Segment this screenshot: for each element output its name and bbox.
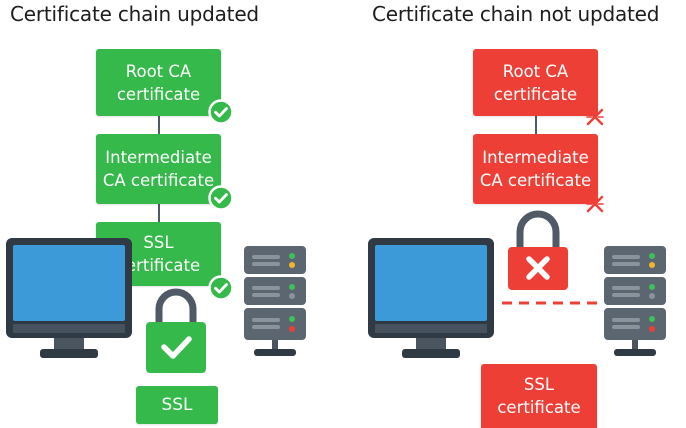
monitor-icon — [368, 238, 494, 358]
check-icon — [208, 275, 234, 301]
server-icon — [604, 246, 666, 356]
padlock-icon — [508, 210, 568, 290]
cert-label-line: certificate — [493, 84, 578, 104]
root-ca-certificate: Root CA certificate — [96, 49, 221, 116]
cert-label-line: SSL — [143, 233, 174, 252]
cert-label-line: certificate — [116, 256, 201, 275]
broken-connection-line — [502, 301, 602, 305]
cert-label-line: Root CA — [125, 61, 192, 81]
cert-label-line: certificate — [497, 398, 581, 417]
padlock-icon — [146, 288, 206, 373]
cert-label-line: Root CA — [502, 61, 569, 81]
chain-connector — [535, 116, 537, 134]
cert-label-line: SSL — [523, 375, 555, 394]
left-title: Certificate chain updated — [10, 2, 259, 26]
root-ca-certificate: Root CA certificate — [473, 49, 598, 116]
chain-connector — [158, 116, 160, 134]
cert-label-line: Intermediate — [482, 148, 589, 167]
server-icon — [244, 246, 306, 356]
ssl-certificate: SSL certificate — [481, 364, 597, 428]
cert-label-line: CA certificate — [102, 171, 215, 190]
intermediate-ca-certificate: Intermediate CA certificate — [473, 134, 598, 204]
cert-label-line: certificate — [116, 84, 201, 104]
broken-link-icon — [586, 108, 604, 126]
cert-label-line: CA certificate — [479, 171, 592, 190]
monitor-icon — [6, 238, 132, 358]
check-icon — [208, 185, 234, 211]
chain-connector — [158, 204, 160, 222]
check-icon — [208, 99, 234, 125]
right-title: Certificate chain not updated — [372, 2, 660, 26]
broken-link-icon — [586, 195, 604, 213]
cert-label-line: Intermediate — [105, 148, 212, 167]
ssl-badge: SSL — [136, 386, 218, 424]
intermediate-ca-certificate: Intermediate CA certificate — [96, 134, 221, 204]
